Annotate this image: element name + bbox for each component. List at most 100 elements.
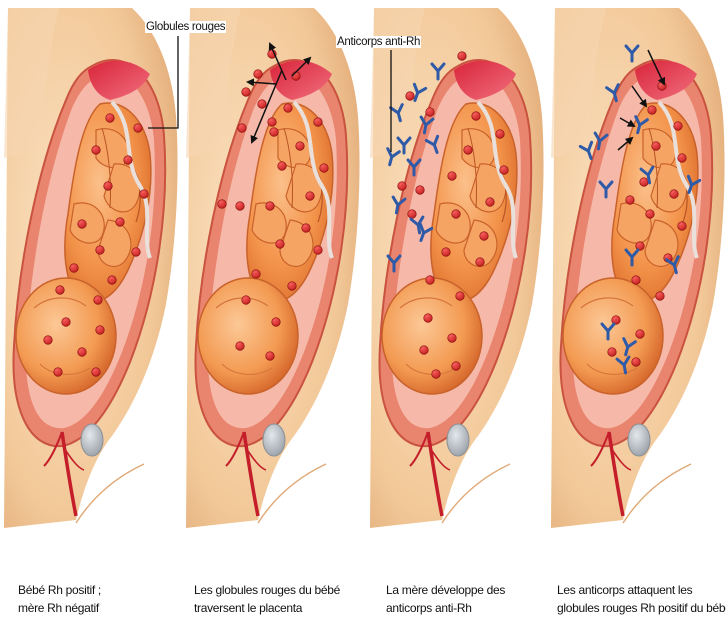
caption-panel-2-line-1: Les globules rouges du bébé: [194, 581, 340, 599]
red-blood-cell: [94, 296, 103, 305]
panel-cells-cross-placenta: [186, 8, 360, 528]
caption-panel-4: Les anticorps attaquent les globules rou…: [557, 581, 726, 617]
red-blood-cell: [448, 172, 457, 181]
panel-mother-develops-antibodies: [370, 8, 544, 528]
red-blood-cell: [266, 352, 275, 361]
red-blood-cell: [268, 118, 277, 127]
red-blood-cell: [254, 70, 263, 79]
red-blood-cell: [96, 246, 105, 255]
red-blood-cell: [658, 82, 667, 91]
red-blood-cell: [124, 156, 133, 165]
caption-panel-4-line-1: Les anticorps attaquent les: [557, 581, 726, 599]
red-blood-cell: [302, 224, 311, 233]
red-blood-cell: [132, 248, 141, 257]
red-blood-cell: [456, 292, 465, 301]
red-blood-cell: [242, 296, 251, 305]
red-blood-cell: [218, 200, 227, 209]
red-blood-cell: [70, 264, 79, 273]
red-blood-cell: [266, 202, 275, 211]
red-blood-cell: [626, 196, 635, 205]
red-blood-cell: [106, 114, 115, 123]
red-blood-cell: [116, 218, 125, 227]
red-blood-cell: [640, 178, 649, 187]
caption-panel-1-line-2: mère Rh négatif: [18, 599, 101, 617]
red-blood-cell: [284, 104, 293, 113]
red-blood-cell: [486, 198, 495, 207]
red-blood-cell: [78, 348, 87, 357]
red-blood-cell: [442, 248, 451, 257]
red-blood-cell: [252, 270, 261, 279]
red-blood-cell: [426, 108, 435, 117]
red-blood-cell: [134, 124, 143, 133]
red-blood-cell: [140, 190, 149, 199]
caption-panel-3: La mère développe des anticorps anti-Rh: [386, 581, 505, 617]
red-blood-cell: [636, 330, 645, 339]
red-blood-cell: [104, 182, 113, 191]
red-blood-cell: [314, 246, 323, 255]
red-blood-cell: [678, 154, 687, 163]
red-blood-cell: [432, 370, 441, 379]
red-blood-cell: [288, 282, 297, 291]
red-blood-cell: [54, 368, 63, 377]
red-blood-cell: [464, 146, 473, 155]
panel-rh-positive-baby: [4, 8, 178, 528]
red-blood-cell: [670, 190, 679, 199]
red-blood-cell: [278, 162, 287, 171]
red-blood-cell: [426, 276, 435, 285]
red-blood-cell: [320, 164, 329, 173]
red-blood-cell: [500, 166, 509, 175]
red-blood-cell: [92, 368, 101, 377]
red-blood-cell: [314, 118, 323, 127]
red-blood-cell: [96, 326, 105, 335]
red-blood-cell: [476, 258, 485, 267]
red-blood-cell: [648, 106, 657, 115]
caption-panel-1: Bébé Rh positif ; mère Rh négatif: [18, 581, 101, 617]
red-blood-cell: [276, 240, 285, 249]
red-blood-cell: [632, 358, 641, 367]
red-blood-cell: [56, 286, 65, 295]
red-blood-cell: [452, 362, 461, 371]
red-blood-cell: [270, 128, 279, 137]
red-blood-cell: [272, 318, 281, 327]
red-blood-cell: [416, 186, 425, 195]
red-blood-cell: [306, 192, 315, 201]
caption-panel-3-line-2: anticorps anti-Rh: [386, 599, 505, 617]
red-blood-cell: [44, 336, 53, 345]
red-blood-cell: [242, 88, 251, 97]
caption-panel-3-line-1: La mère développe des: [386, 581, 505, 599]
red-blood-cell: [398, 182, 407, 191]
red-blood-cell: [78, 220, 87, 229]
red-blood-cell: [238, 124, 247, 133]
red-blood-cell: [420, 346, 429, 355]
caption-panel-2: Les globules rouges du bébé traversent l…: [194, 581, 340, 617]
caption-panel-2-line-2: traversent le placenta: [194, 599, 340, 617]
caption-panel-1-line-1: Bébé Rh positif ;: [18, 581, 101, 599]
red-blood-cell: [646, 210, 655, 219]
red-blood-cell: [408, 210, 417, 219]
red-blood-cell: [458, 52, 467, 61]
red-blood-cell: [236, 342, 245, 351]
red-blood-cell: [236, 202, 245, 211]
panel-antibodies-attack: [551, 8, 725, 528]
red-cells-label: Globules rouges: [145, 21, 226, 33]
red-blood-cell: [452, 210, 461, 219]
red-blood-cell: [406, 92, 415, 101]
red-blood-cell: [632, 276, 641, 285]
red-blood-cell: [424, 314, 433, 323]
red-blood-cell: [652, 142, 661, 151]
red-blood-cell: [296, 142, 305, 151]
caption-panel-4-line-2: globules rouges Rh positif du bébé: [557, 599, 726, 617]
red-blood-cell: [480, 232, 489, 241]
red-blood-cell: [108, 276, 117, 285]
red-blood-cell: [92, 146, 101, 155]
antibodies-label: Anticorps anti-Rh: [336, 36, 421, 48]
red-blood-cell: [678, 222, 687, 231]
red-blood-cell: [62, 318, 71, 327]
red-blood-cell: [656, 292, 665, 301]
red-blood-cell: [258, 100, 267, 109]
red-blood-cell: [608, 348, 617, 357]
red-blood-cell: [472, 112, 481, 121]
red-blood-cell: [496, 130, 505, 139]
red-blood-cell: [674, 122, 683, 131]
